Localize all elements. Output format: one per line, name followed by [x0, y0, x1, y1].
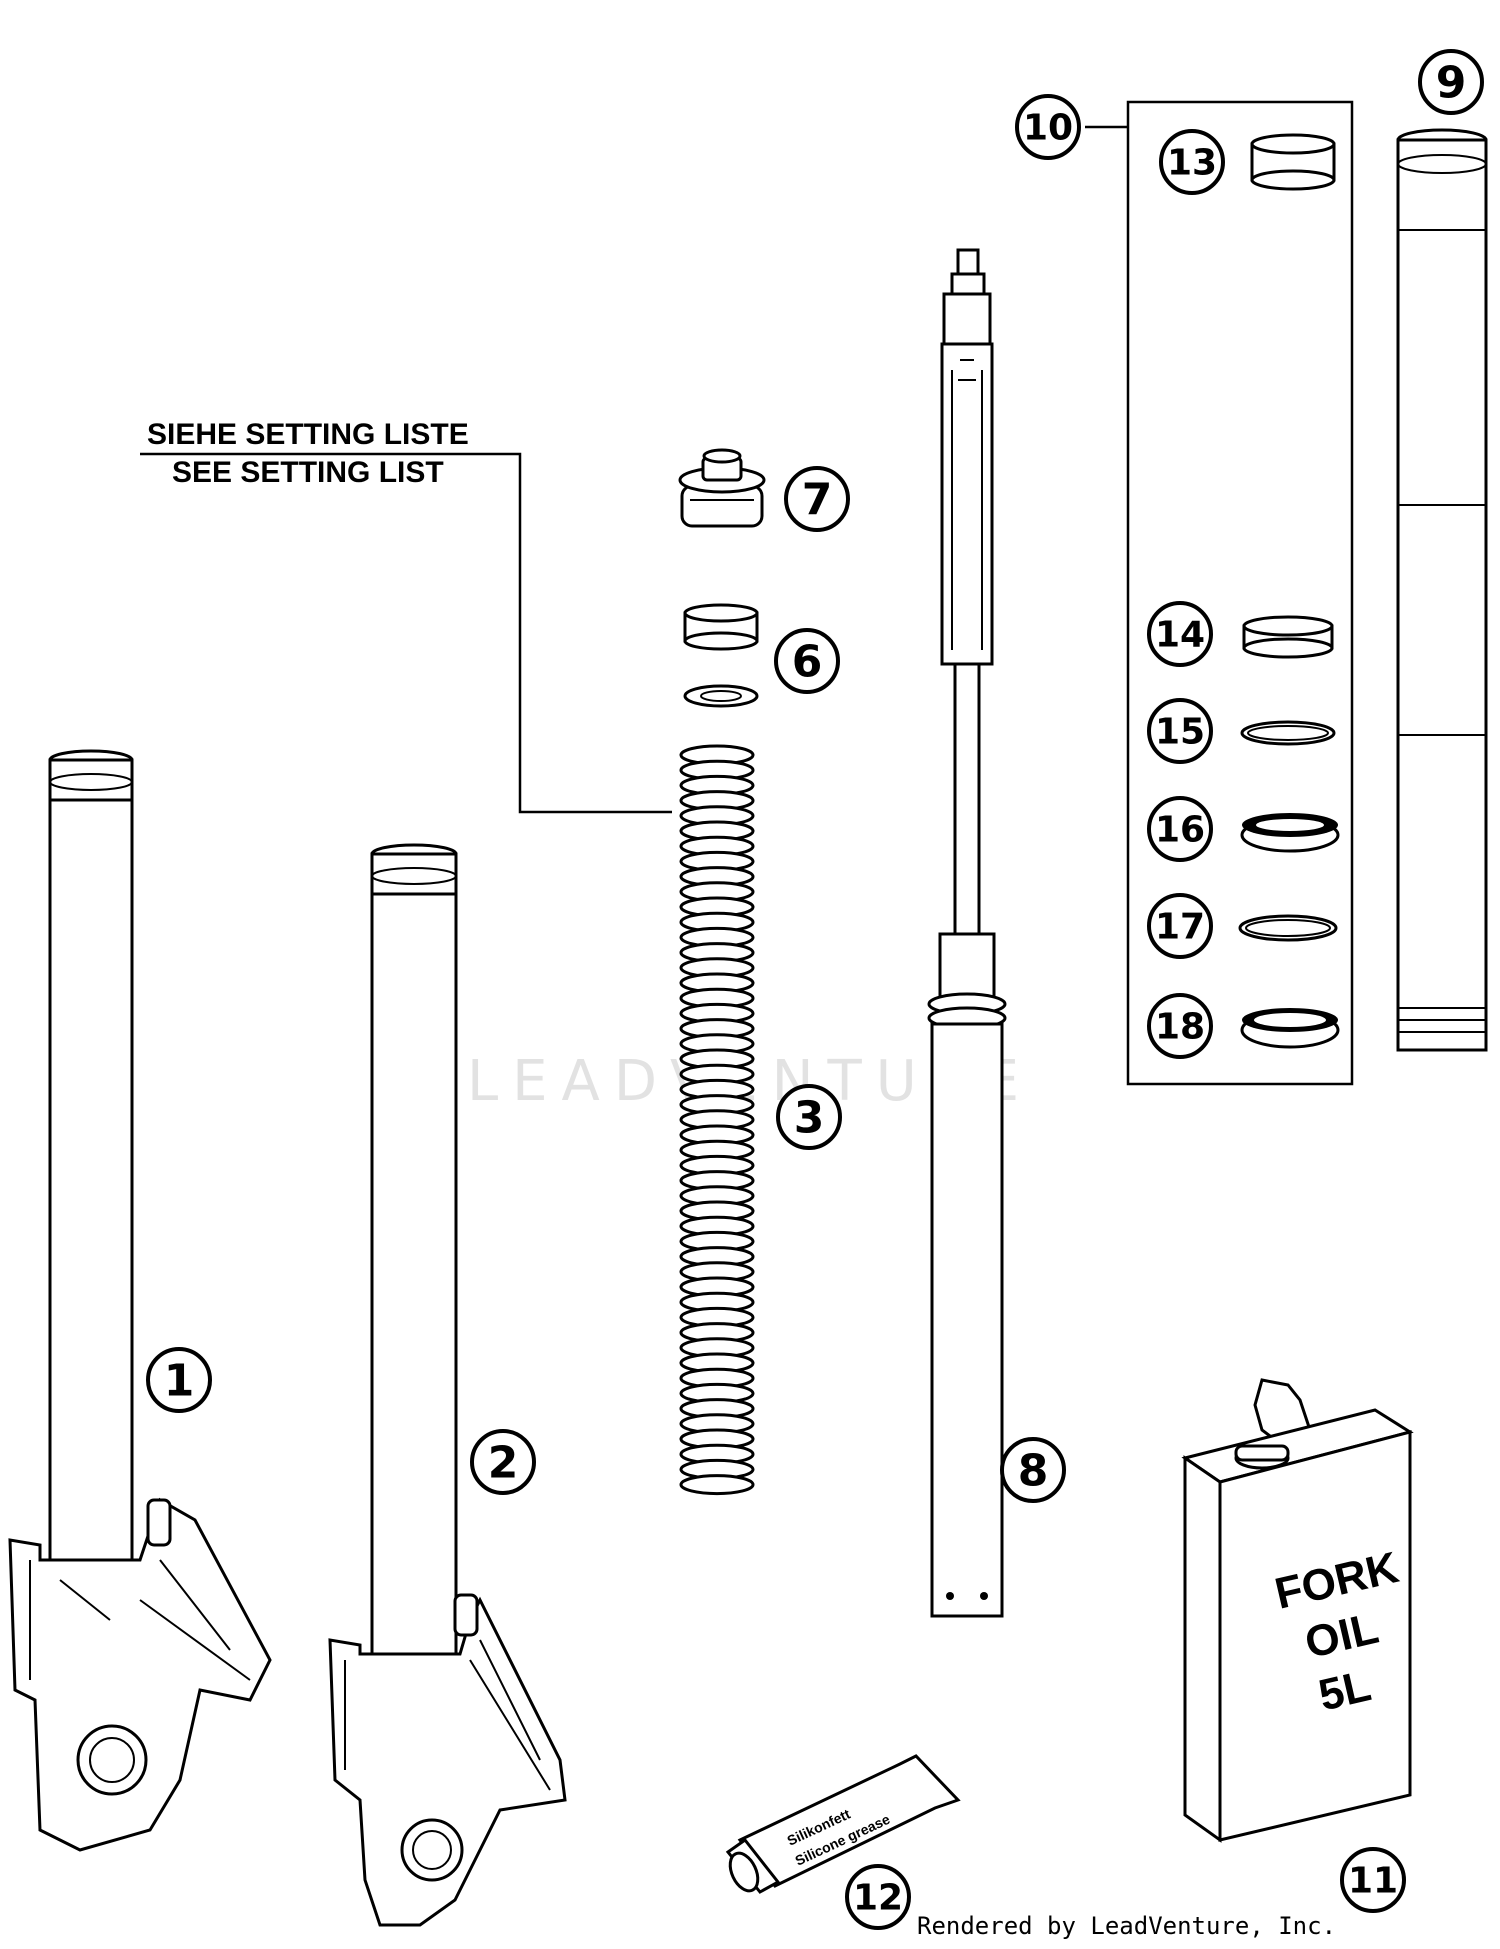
callout-13: 13	[1159, 129, 1225, 195]
part-8-damping-cartridge	[927, 248, 1007, 1618]
svg-text:6: 6	[792, 637, 823, 688]
part-15-ring	[1240, 720, 1336, 746]
svg-text:15: 15	[1155, 712, 1205, 753]
svg-text:8: 8	[1018, 1446, 1049, 1497]
part-9-outer-tube	[1396, 128, 1488, 1052]
callout-2: 2	[470, 1429, 536, 1495]
svg-text:11: 11	[1348, 1861, 1398, 1902]
svg-text:13: 13	[1167, 143, 1217, 184]
part-1-fork-leg-left	[8, 749, 272, 1852]
svg-text:18: 18	[1155, 1007, 1205, 1048]
callout-17: 17	[1147, 893, 1213, 959]
svg-text:14: 14	[1155, 615, 1205, 656]
oil-can-label-line3: 5L	[1314, 1661, 1375, 1720]
svg-text:9: 9	[1436, 58, 1467, 109]
part-16-oil-seal	[1240, 813, 1340, 853]
callout-3: 3	[776, 1084, 842, 1150]
part-14-bushing	[1242, 615, 1334, 659]
note-line-en: SEE SETTING LIST	[172, 456, 444, 489]
callout-1: 1	[146, 1347, 212, 1413]
svg-text:10: 10	[1023, 108, 1073, 149]
setting-list-note: SIEHE SETTING LISTE SEE SETTING LIST	[140, 418, 672, 814]
part-6-spring-washers	[683, 603, 759, 708]
callout-14: 14	[1147, 601, 1213, 667]
part-17-circlip	[1238, 914, 1338, 942]
part-2-fork-leg-right	[328, 843, 567, 1927]
svg-text:12: 12	[853, 1878, 903, 1919]
callout-18: 18	[1147, 993, 1213, 1059]
svg-text:7: 7	[802, 475, 833, 526]
part-7-fork-cap	[678, 448, 766, 528]
part-12-silicone-grease-tube: Silikonfett Silicone grease	[725, 1754, 961, 1894]
callout-15: 15	[1147, 698, 1213, 764]
callout-10: 10	[1015, 94, 1081, 160]
part-13-bushing	[1250, 133, 1336, 191]
footer-credit: Rendered by LeadVenture, Inc.	[917, 1912, 1336, 1940]
callout-7: 7	[784, 466, 850, 532]
part-3-fork-spring	[679, 744, 755, 1496]
callout-6: 6	[774, 628, 840, 694]
svg-text:3: 3	[794, 1093, 825, 1144]
note-line-de: SIEHE SETTING LISTE	[147, 418, 469, 451]
part-10-kit-bracket	[1085, 100, 1354, 1086]
callout-11: 11	[1340, 1847, 1406, 1913]
part-11-fork-oil-can: FORK OIL 5L	[1181, 1378, 1414, 1843]
part-18-dust-seal	[1240, 1008, 1340, 1049]
callout-8: 8	[1000, 1437, 1066, 1503]
callout-9: 9	[1418, 49, 1484, 115]
spring-coil	[679, 1474, 755, 1496]
callout-16: 16	[1147, 796, 1213, 862]
svg-text:16: 16	[1155, 810, 1205, 851]
svg-text:2: 2	[488, 1438, 519, 1489]
svg-text:17: 17	[1155, 907, 1205, 948]
svg-text:1: 1	[164, 1356, 195, 1407]
callout-12: 12	[845, 1864, 911, 1930]
